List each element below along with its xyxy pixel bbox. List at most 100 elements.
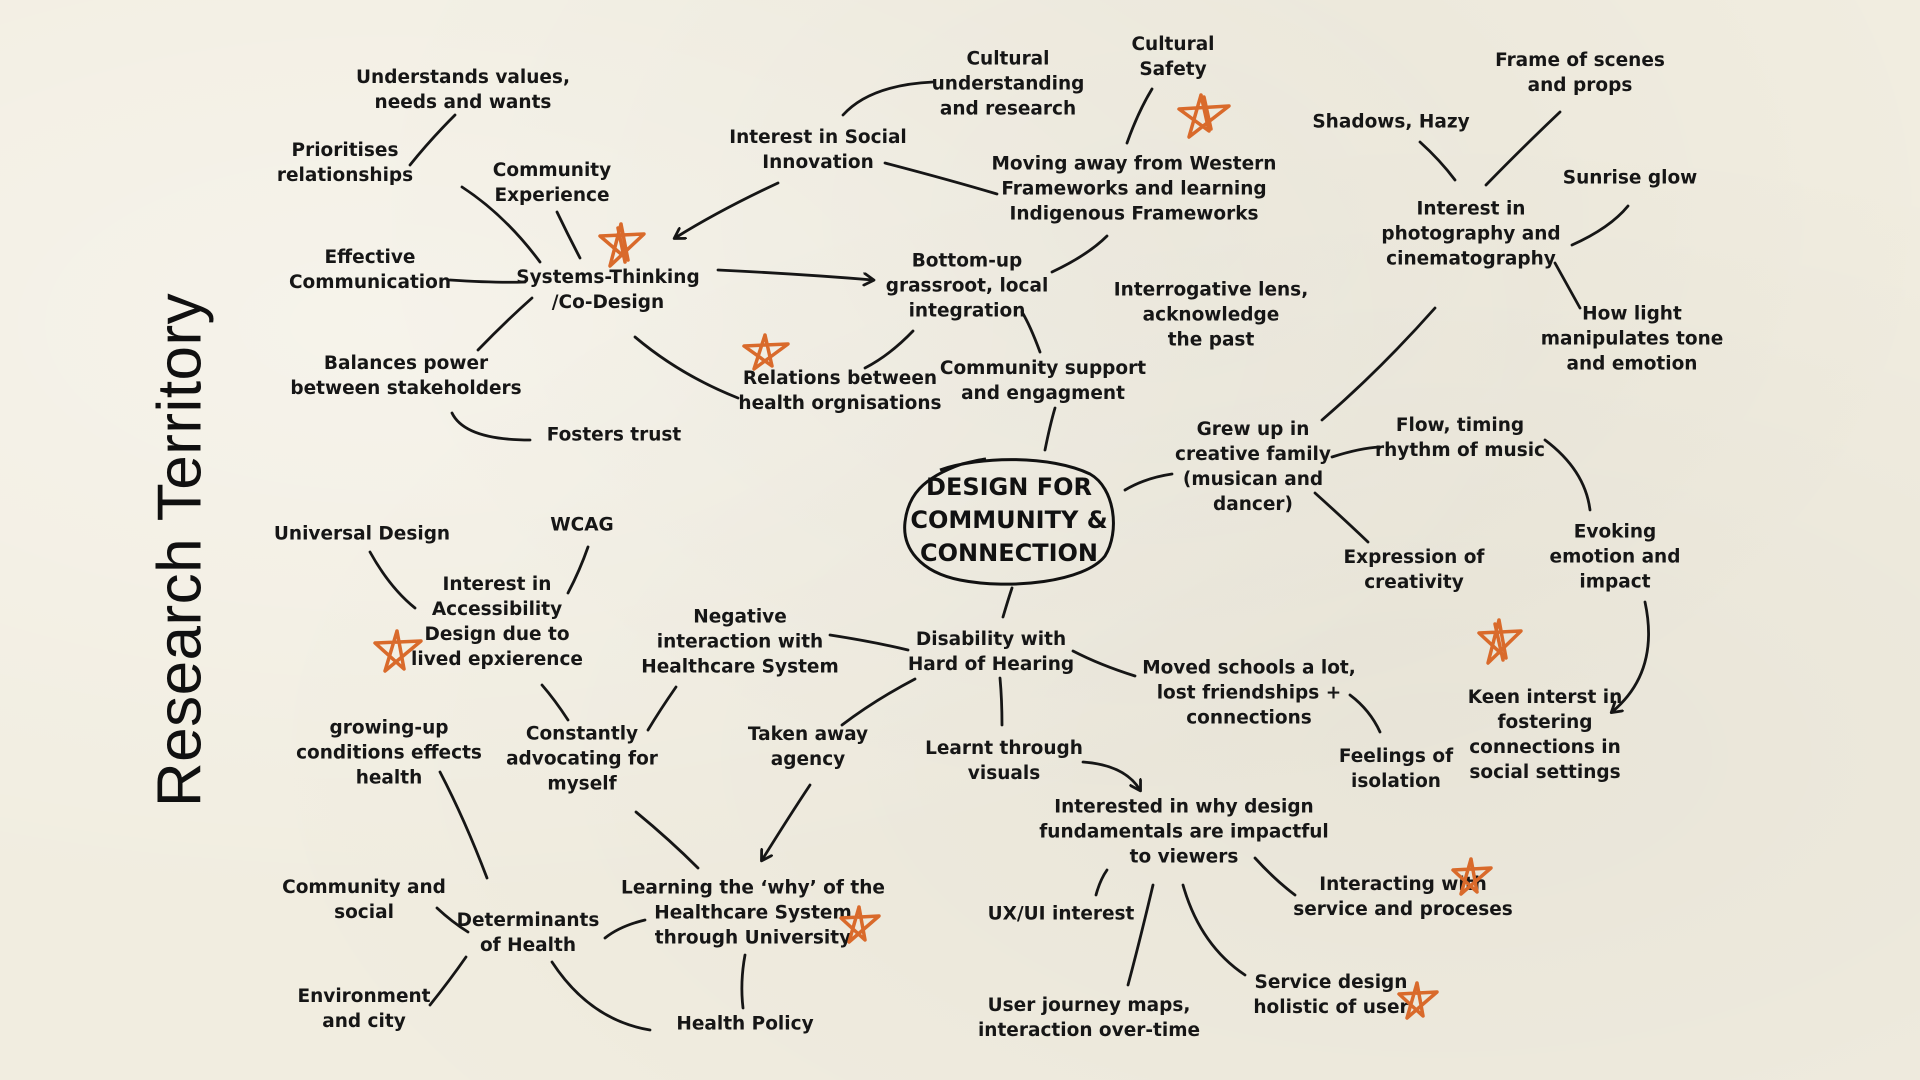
link-determinants-environment: [428, 955, 468, 1007]
link-grewup-expression: [1313, 491, 1370, 544]
node-service-design: Service design holistic of user: [1253, 972, 1409, 1018]
link-moving-bottomup: [1050, 234, 1109, 274]
node-relations-health: Relations between health orgnisations: [738, 368, 942, 414]
link-photo-grewup: [1320, 306, 1437, 422]
node-cultural-understanding: Cultural understanding and research: [931, 48, 1085, 120]
node-community-experience: Community Experience: [492, 160, 612, 206]
link-taken-learning: [762, 783, 812, 860]
node-community-support: Community support and engagment: [939, 358, 1147, 404]
link-constantly-learning: [634, 810, 700, 870]
link-social-systems: [675, 181, 780, 238]
star-icon: [839, 905, 881, 944]
link-support-center: [1043, 406, 1057, 452]
link-prioritises-systems: [460, 185, 542, 264]
center-label: DESIGN FOR COMMUNITY & CONNECTION: [910, 472, 1108, 567]
node-grew-up: Grew up in creative family (musican and …: [1175, 419, 1331, 515]
link-photo-howlight: [1553, 261, 1582, 310]
link-frame-photo: [1484, 110, 1562, 187]
node-taken-away: Taken away agency: [747, 724, 869, 770]
node-feelings-isolation: Feelings of isolation: [1338, 746, 1454, 792]
node-determinants: Determinants of Health: [456, 910, 600, 956]
node-expression-creativity: Expression of creativity: [1343, 547, 1485, 593]
link-effective-systems: [448, 278, 527, 284]
node-disability: Disability with Hard of Hearing: [907, 629, 1075, 675]
node-interested-why-design: Interested in why design fundamentals ar…: [1039, 796, 1329, 868]
node-learnt-visuals: Learnt through visuals: [925, 738, 1083, 784]
link-systems-bottomup: [716, 268, 873, 280]
node-effective-communication: Effective Communication: [288, 247, 452, 293]
center-node: DESIGN FOR COMMUNITY & CONNECTION: [900, 452, 1118, 588]
link-flow-evoking: [1543, 438, 1592, 512]
link-moved-feelings: [1348, 693, 1382, 734]
node-moving-away: Moving away from Western Frameworks and …: [991, 153, 1277, 225]
link-center-disability: [1001, 586, 1014, 619]
link-balances-fosters: [450, 411, 532, 442]
node-moved-schools: Moved schools a lot, lost friendships + …: [1142, 657, 1356, 729]
node-cultural-safety: Cultural Safety: [1131, 34, 1215, 80]
node-frame-of-scenes: Frame of scenes and props: [1495, 50, 1665, 96]
link-learning-health: [740, 953, 747, 1010]
link-systems-balances: [476, 296, 534, 352]
link-interested-interacting: [1253, 856, 1297, 897]
link-sunrise-photo: [1570, 204, 1630, 247]
node-evoking-emotion: Evoking emotion and impact: [1549, 521, 1681, 593]
node-environment-city: Environment and city: [297, 986, 431, 1032]
link-grewup-flow: [1330, 445, 1382, 459]
node-flow-timing: Flow, timing rhythm of music: [1374, 415, 1546, 461]
node-keen-interest: Keen interst in fostering connections in…: [1467, 687, 1623, 783]
link-disability-moved: [1071, 649, 1137, 678]
node-interest-photography: Interest in photography and cinematograp…: [1381, 198, 1561, 270]
node-systems-thinking: Systems-Thinking /Co-Design: [516, 267, 700, 313]
node-wcag: WCAG: [550, 514, 614, 536]
node-user-journey: User journey maps, interaction over-time: [977, 995, 1201, 1041]
node-bottom-up: Bottom-up grassroot, local integration: [885, 250, 1049, 322]
link-bottomup-relations: [863, 329, 915, 370]
node-sunrise-glow: Sunrise glow: [1562, 167, 1698, 189]
star-icon: [373, 629, 423, 673]
link-interested-service: [1181, 883, 1247, 977]
node-ux-ui: UX/UI interest: [987, 903, 1135, 925]
node-shadows-hazy: Shadows, Hazy: [1312, 111, 1470, 133]
link-social-cultural: [841, 80, 935, 117]
link-learnt-interested: [1081, 760, 1140, 790]
star-icon: [1477, 618, 1523, 665]
link-wcag-accessibility: [566, 545, 590, 595]
link-prioritises-understands: [408, 113, 457, 167]
node-learning-why: Learning the ‘why’ of the Healthcare Sys…: [621, 877, 885, 949]
node-fosters-trust: Fosters trust: [546, 424, 682, 446]
link-interested-journey: [1126, 883, 1155, 987]
node-interrogative-lens: Interrogative lens, acknowledge the past: [1113, 279, 1309, 351]
node-interest-accessibility: Interest in Accessibility Design due to …: [411, 574, 583, 670]
node-community-social: Community and social: [282, 877, 446, 923]
link-bottomup-support: [1020, 310, 1042, 354]
link-social-moving: [883, 161, 999, 196]
node-interacting-service: Interacting with service and proceses: [1293, 874, 1513, 920]
link-determinants-health: [550, 960, 652, 1032]
node-negative-interaction: Negative interaction with Healthcare Sys…: [641, 606, 839, 678]
node-understands-values: Understands values, needs and wants: [356, 67, 570, 113]
link-disability-taken: [840, 677, 917, 727]
link-negative-disability: [828, 633, 910, 652]
link-systems-relations: [633, 335, 740, 400]
link-universal-accessibility: [368, 550, 417, 610]
link-accessibility-constantly: [540, 683, 570, 722]
node-health-policy: Health Policy: [676, 1013, 814, 1035]
star-icon: [1177, 93, 1231, 139]
node-how-light: How light manipulates tone and emotion: [1540, 303, 1724, 375]
link-interested-ux: [1094, 868, 1109, 897]
star-icon: [742, 333, 790, 371]
star-icon: [1451, 857, 1493, 896]
node-balances-power: Balances power between stakeholders: [290, 353, 522, 399]
node-constantly-advocating: Constantly advocating for myself: [506, 723, 658, 795]
link-community-systems: [555, 210, 582, 260]
link-negative-constantly: [646, 685, 678, 732]
node-interest-social-innovation: Interest in Social Innovation: [729, 127, 907, 173]
link-disability-learnt: [998, 676, 1004, 727]
link-grewup-center: [1123, 472, 1174, 492]
link-shadows-photo: [1418, 140, 1457, 182]
node-universal-design: Universal Design: [273, 523, 451, 545]
link-growing-determinants: [438, 770, 489, 880]
link-safety-moving: [1125, 87, 1154, 145]
